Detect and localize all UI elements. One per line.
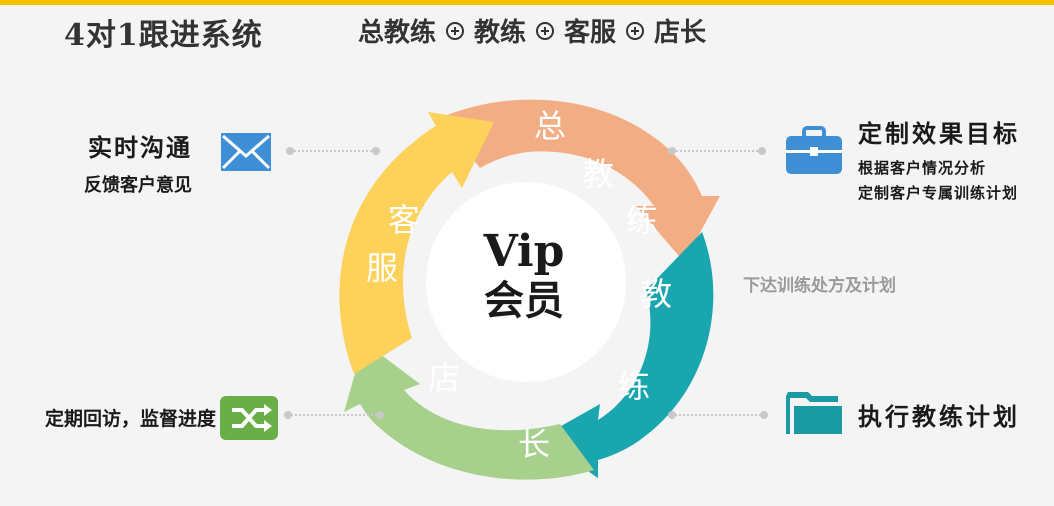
page-title: 4对1跟进系统 — [64, 18, 263, 53]
custom-goal-title: 定制效果目标 — [858, 119, 1020, 148]
roles-line: 总教练 教练 客服 店长 — [358, 12, 706, 49]
connector-dot — [286, 147, 294, 155]
segment-customer-service-char: 服 — [366, 249, 399, 287]
connector-dotted-line — [288, 414, 380, 416]
envelope-icon — [220, 132, 272, 176]
realtime-communication-block: 实时沟通 反馈客户意见 — [40, 128, 192, 197]
segment-store-manager — [344, 342, 594, 480]
connector-dot — [284, 411, 292, 419]
prescription-note: 下达训练处方及计划 — [743, 276, 896, 296]
center-label: Vip 会员 — [462, 228, 586, 326]
connector-dot — [760, 411, 768, 419]
segment-coach-char: 练 — [618, 367, 651, 405]
role-head-coach: 总教练 — [358, 18, 437, 48]
role-coach: 教练 — [474, 18, 527, 48]
segment-coach-char: 教 — [640, 275, 673, 313]
connector-dot — [668, 411, 676, 419]
segment-head-coach-char: 教 — [582, 155, 615, 193]
custom-goal-block: 定制效果目标 根据客户情况分析 定制客户专属训练计划 — [858, 114, 1020, 203]
segment-customer-service-char: 客 — [388, 201, 421, 239]
custom-goal-line2: 定制客户专属训练计划 — [858, 184, 1019, 202]
role-customer-service: 客服 — [564, 18, 617, 48]
segment-head-coach — [440, 99, 720, 262]
segment-coach — [540, 232, 714, 478]
plus-circle-icon — [626, 21, 645, 40]
plus-circle-icon — [536, 21, 555, 40]
segment-customer-service — [339, 112, 494, 374]
connector-dotted-line — [672, 150, 762, 152]
execute-plan-text: 执行教练计划 — [858, 402, 1020, 431]
segment-store-manager-char: 长 — [518, 425, 551, 463]
connector-dot — [668, 147, 676, 155]
top-accent-bar — [0, 0, 1054, 5]
follow-up-text: 定期回访，监督进度 — [44, 408, 216, 430]
segment-head-coach-char: 练 — [626, 201, 659, 239]
connector-dot — [758, 147, 766, 155]
center-label-line2: 会员 — [484, 277, 564, 324]
realtime-communication-title: 实时沟通 — [88, 133, 192, 162]
shuffle-icon — [220, 396, 278, 444]
segment-head-coach-char: 总 — [534, 107, 567, 145]
folder-icon — [786, 390, 842, 438]
connector-dot — [376, 411, 384, 419]
segment-store-manager-char: 店 — [428, 359, 461, 397]
realtime-communication-subtitle: 反馈客户意见 — [84, 175, 192, 196]
custom-goal-line1: 根据客户情况分析 — [858, 159, 987, 177]
connector-dotted-line — [672, 414, 764, 416]
connector-dot — [372, 147, 380, 155]
center-label-line1: Vip — [483, 226, 565, 277]
center-circle — [426, 182, 626, 382]
role-store-manager: 店长 — [654, 18, 707, 48]
briefcase-icon — [786, 126, 842, 178]
connector-dotted-line — [290, 150, 376, 152]
plus-circle-icon — [446, 21, 465, 40]
